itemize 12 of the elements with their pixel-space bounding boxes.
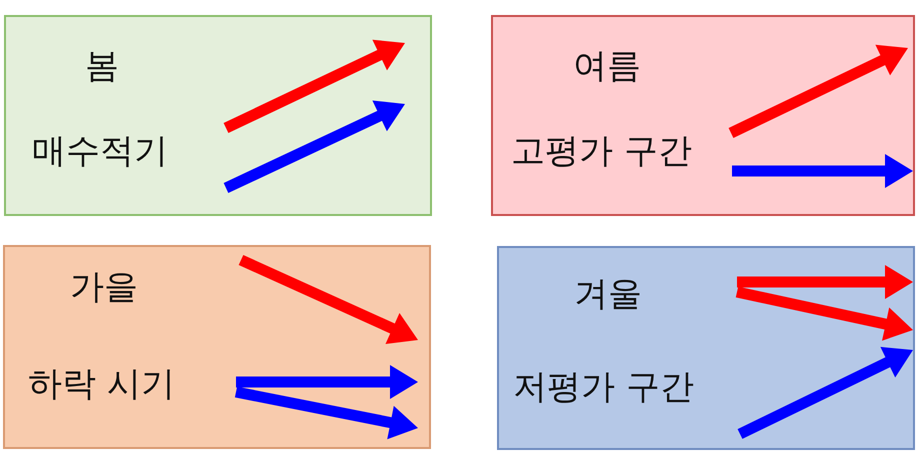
season-name: 봄 xyxy=(85,47,119,85)
phase-label: 매수적기 xyxy=(32,132,168,170)
phase-label: 하락 시기 xyxy=(28,365,175,403)
season-panel xyxy=(4,15,432,216)
phase-label: 고평가 구간 xyxy=(511,132,692,170)
phase-label: 저평가 구간 xyxy=(513,368,694,406)
season-name: 겨울 xyxy=(574,275,642,313)
season-name: 여름 xyxy=(573,47,641,85)
season-panel xyxy=(497,246,915,450)
season-panel xyxy=(3,245,431,449)
season-panel xyxy=(491,15,915,216)
season-name: 가을 xyxy=(70,268,138,306)
